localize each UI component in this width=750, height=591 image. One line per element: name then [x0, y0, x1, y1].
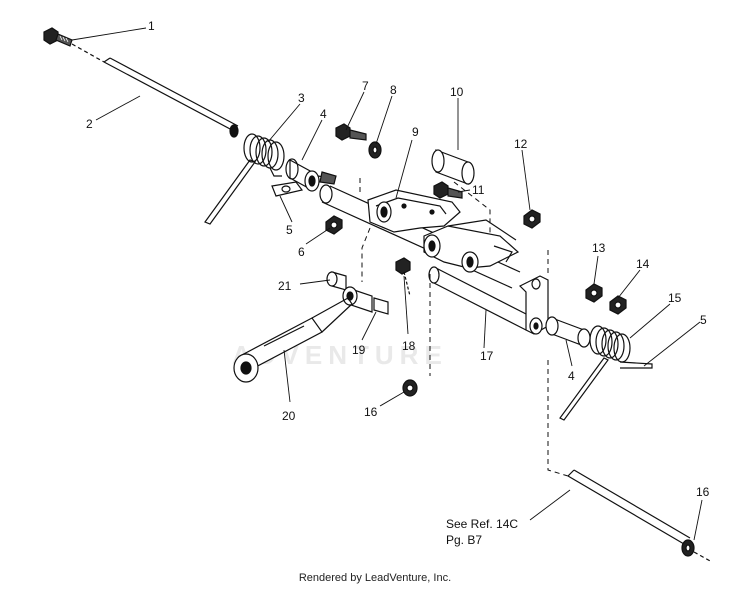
footer-credit: Rendered by LeadVenture, Inc. — [298, 572, 452, 584]
part-9-bracket — [367, 189, 461, 233]
part-14-nut — [609, 295, 627, 315]
callout-1: 1 — [148, 19, 155, 33]
callout-9: 9 — [412, 125, 419, 139]
part-13-nut — [585, 283, 603, 303]
part-2-rod — [103, 57, 239, 138]
callout-5b: 5 — [700, 313, 707, 327]
leader-lines — [71, 27, 703, 541]
part-6-nut — [325, 215, 343, 235]
alignment-lines — [359, 178, 569, 477]
part-20-shock — [233, 297, 353, 383]
part-21-bushing — [326, 271, 347, 291]
part-16-washer — [402, 379, 418, 397]
callout-17: 17 — [480, 349, 494, 363]
part-1-bolt — [43, 27, 105, 63]
callout-6: 6 — [298, 245, 305, 259]
callout-19: 19 — [352, 343, 366, 357]
callout-4b: 4 — [568, 369, 575, 383]
callout-3: 3 — [298, 91, 305, 105]
callout-11: 11 — [472, 183, 485, 197]
callout-2: 2 — [86, 117, 93, 131]
part-4-bushing — [285, 158, 320, 192]
callout-12: 12 — [514, 137, 528, 151]
part-5-bracket — [271, 171, 337, 197]
part-12-nut — [523, 209, 541, 229]
callout-16: 16 — [364, 405, 378, 419]
pivot-block — [423, 219, 520, 273]
part-18-bolt — [395, 257, 411, 297]
reference-note-line1: See Ref. 14C — [446, 517, 518, 531]
callout-21: 21 — [278, 279, 292, 293]
part-17-tube — [428, 266, 549, 335]
callout-4: 4 — [320, 107, 327, 121]
part-7-bolt — [335, 123, 367, 141]
callout-15: 15 — [668, 291, 682, 305]
part-8-washer — [368, 141, 382, 159]
part-3-spring — [204, 133, 285, 225]
part-10-bushing — [431, 149, 475, 185]
callout-13: 13 — [592, 241, 606, 255]
part-rod-right — [567, 469, 713, 563]
callout-8: 8 — [390, 83, 397, 97]
callout-5: 5 — [286, 223, 293, 237]
callout-7: 7 — [362, 79, 369, 93]
part-4-bushing-right — [545, 316, 591, 348]
part-15-spring — [559, 325, 653, 421]
callout-10: 10 — [450, 85, 464, 99]
reference-note-line2: Pg. B7 — [446, 533, 482, 547]
part-11-bolt — [433, 181, 463, 199]
callout-16b: 16 — [696, 485, 710, 499]
callout-14: 14 — [636, 257, 650, 271]
callout-18: 18 — [402, 339, 416, 353]
callout-20: 20 — [282, 409, 296, 423]
